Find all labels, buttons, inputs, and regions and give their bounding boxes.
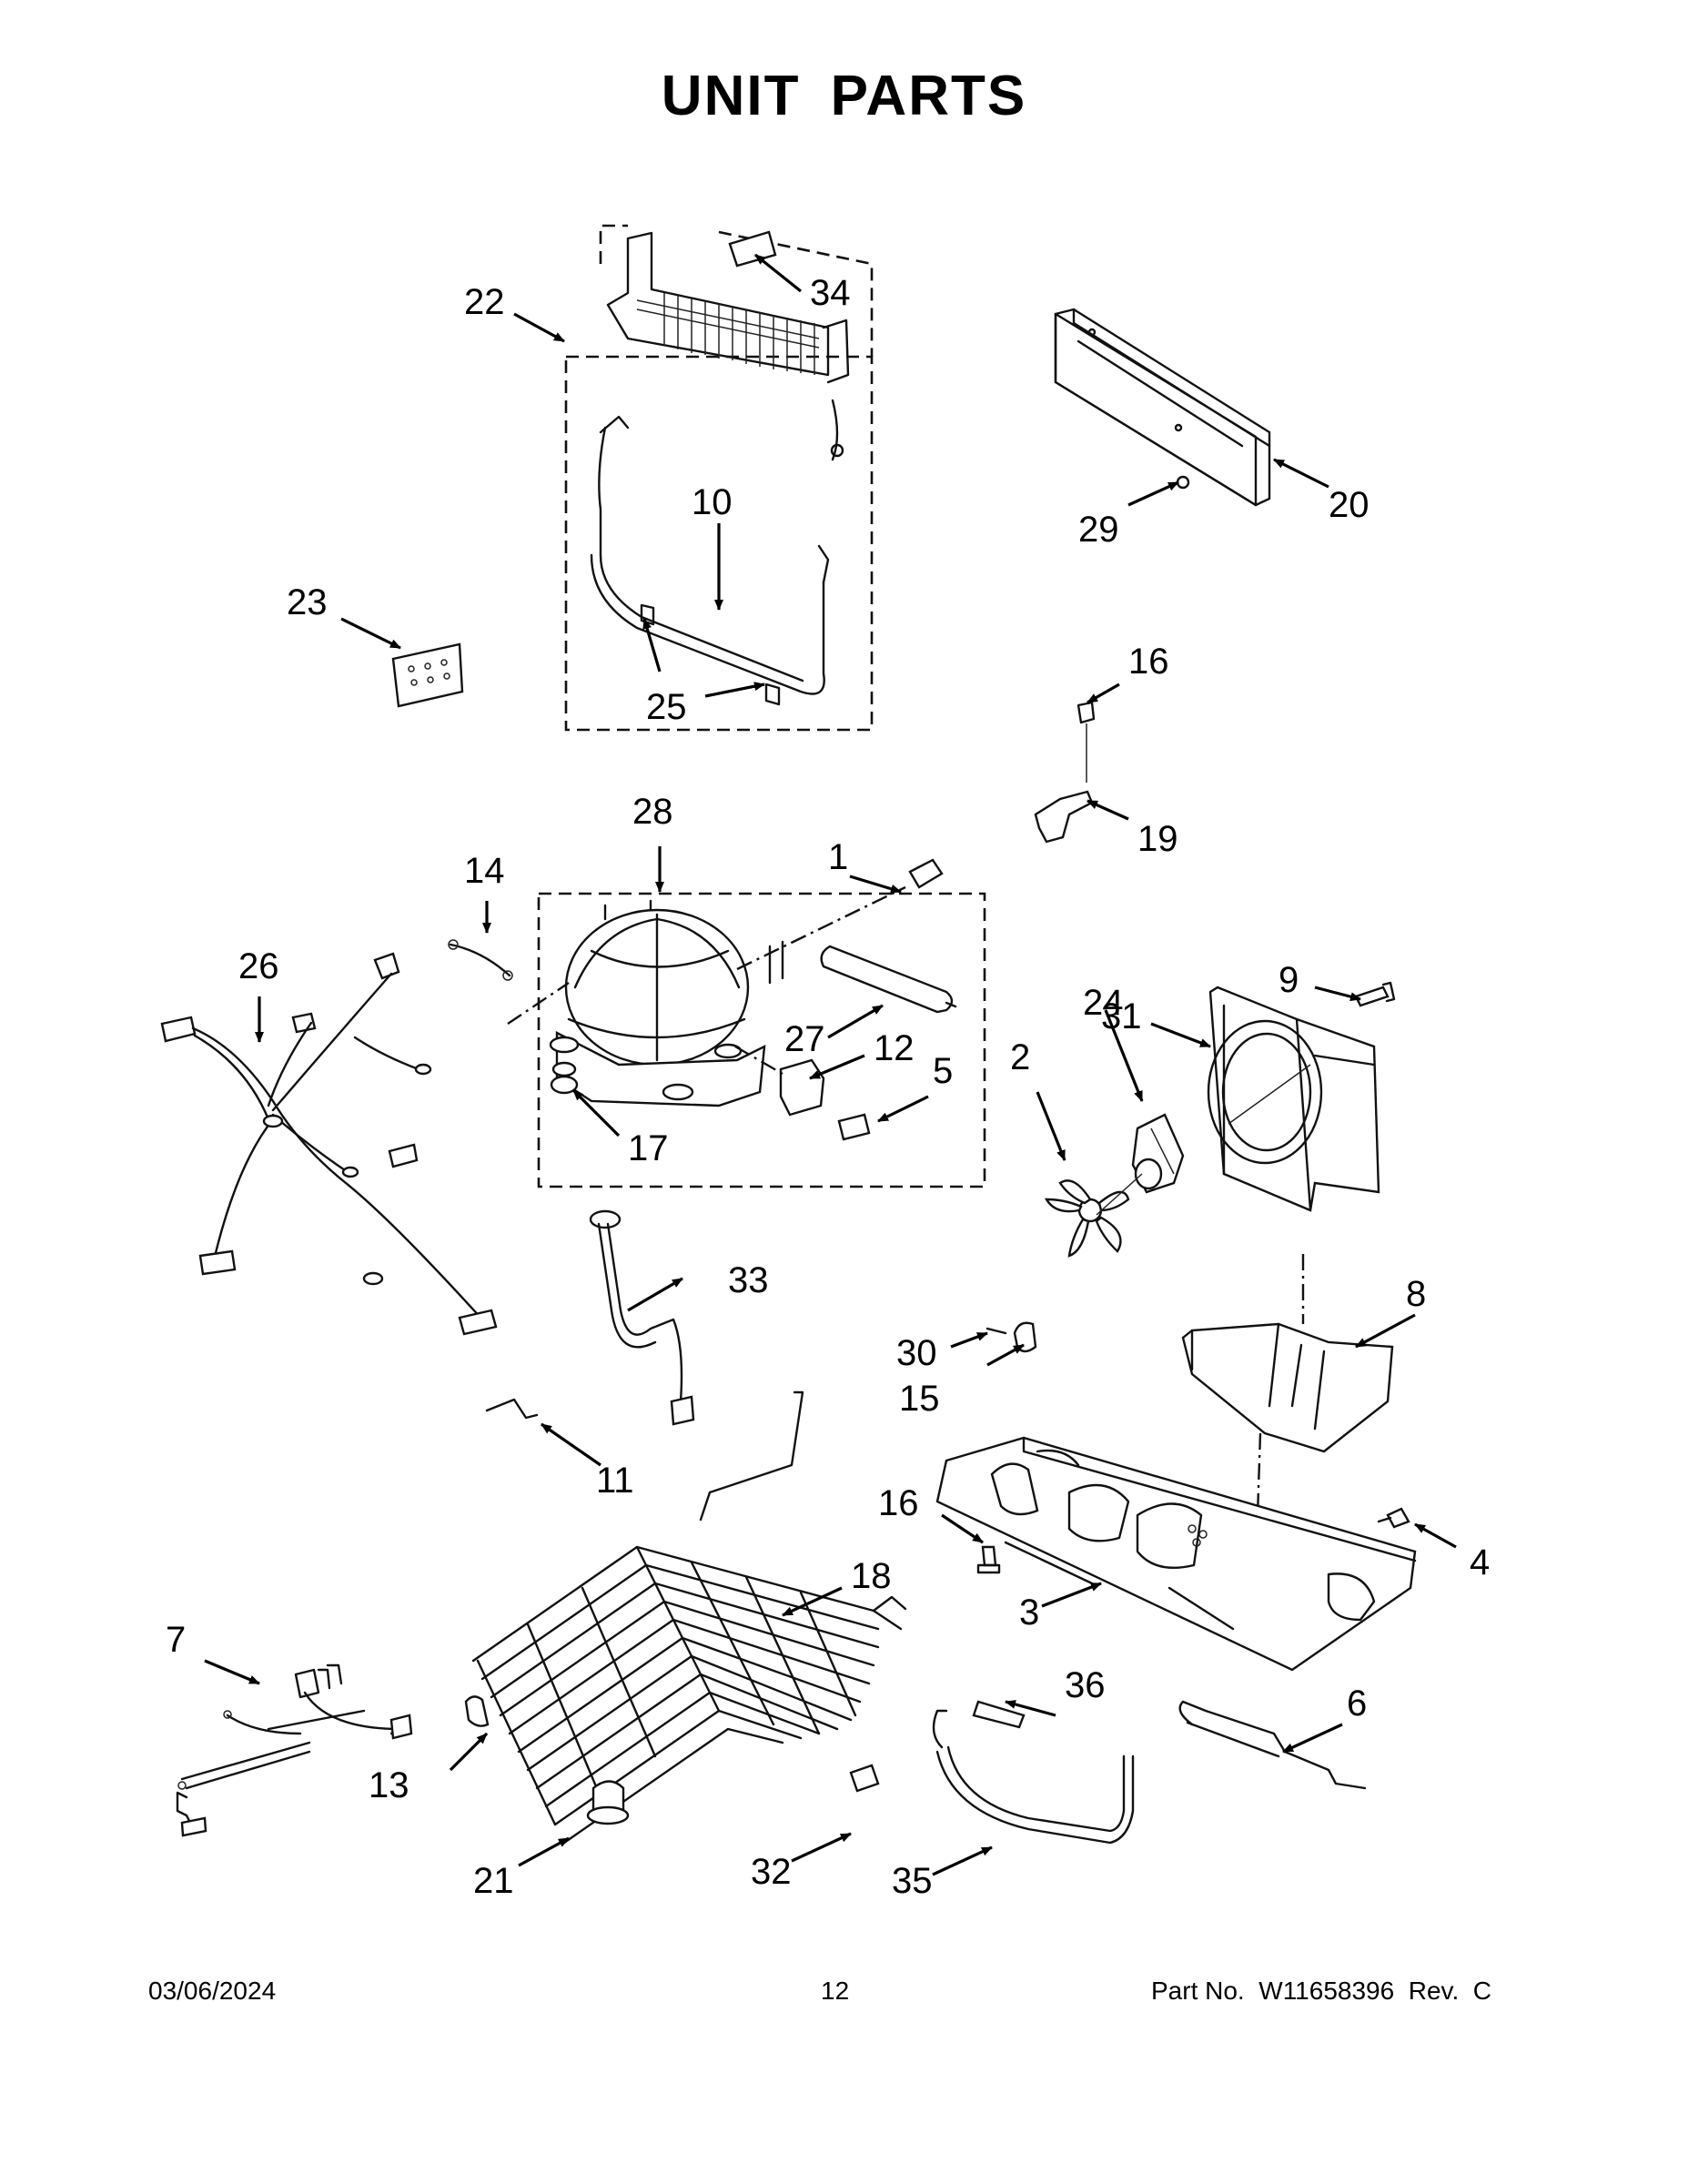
callout-7: 7 [166, 1620, 186, 1660]
callout-19: 19 [1137, 819, 1178, 859]
evaporator-foam-pad [728, 230, 777, 268]
callout-30: 30 [896, 1333, 937, 1373]
callout-17: 17 [628, 1128, 669, 1168]
defrost-wire-harness [176, 1663, 413, 1837]
callout-25: 25 [646, 687, 687, 727]
condenser-fan-shroud [1207, 986, 1380, 1212]
page-title: UNIT PARTS [661, 65, 1027, 127]
callout-3: 3 [1019, 1592, 1039, 1633]
callout-8: 8 [1406, 1274, 1426, 1314]
drain-tube [589, 1209, 695, 1426]
callout-20: 20 [1329, 485, 1370, 525]
coil-clip [464, 1695, 490, 1727]
callout-21: 21 [473, 1861, 514, 1901]
shroud-screw [1354, 986, 1390, 1007]
defrost-thermostat [586, 1780, 630, 1825]
callout-29: 29 [1078, 510, 1119, 550]
rear-duct-cover [1054, 308, 1271, 507]
wire-clip [485, 1398, 539, 1420]
compressor-mounting-bracket [1181, 1254, 1394, 1571]
compressor-assembly [507, 858, 986, 1188]
tube-connector [972, 1700, 1026, 1729]
callout-18: 18 [851, 1556, 892, 1596]
callout-4: 4 [1470, 1542, 1490, 1582]
callout-9: 9 [1279, 960, 1299, 1000]
callout-arrows [204, 253, 1457, 1876]
condenser-fan-motor [1131, 1113, 1185, 1194]
callout-32: 32 [751, 1852, 792, 1892]
callout-15: 15 [899, 1379, 940, 1419]
base-screw [981, 1545, 997, 1567]
footer-part-number: Part No. W11658396 Rev. C [1151, 1977, 1492, 2005]
callout-36: 36 [1065, 1665, 1106, 1705]
condenser-fan-blade [1044, 1173, 1143, 1258]
callout-34: 34 [810, 273, 851, 313]
callout-16-lower: 16 [878, 1483, 919, 1523]
callout-24: 24 [1083, 983, 1124, 1023]
control-board [391, 642, 464, 708]
compressor-base-plate [935, 1436, 1417, 1672]
callout-1: 1 [828, 837, 848, 877]
callout-23: 23 [287, 582, 328, 622]
callout-10: 10 [692, 482, 733, 522]
callout-31: 31 [1101, 996, 1142, 1036]
mount-pin [986, 1327, 1007, 1335]
footer-date: 03/06/2024 [148, 1977, 277, 2005]
callout-35: 35 [892, 1861, 933, 1901]
drain-line [1178, 1700, 1367, 1790]
tube-sleeve [849, 1764, 880, 1793]
plate-screw [1386, 1507, 1410, 1529]
rear-cover-grommet [1176, 475, 1190, 490]
evaporator-assembly [564, 224, 874, 732]
footer-page-number: 12 [821, 1977, 850, 2005]
callout-2: 2 [1010, 1037, 1030, 1077]
callout-13: 13 [369, 1765, 409, 1805]
callout-6: 6 [1347, 1684, 1367, 1724]
callout-33: 33 [728, 1260, 769, 1300]
callout-16: 16 [1128, 642, 1169, 682]
valve-bracket [1034, 701, 1096, 844]
condenser-coil [471, 1390, 907, 1845]
callout-28: 28 [632, 792, 673, 832]
callout-labels: 1 2 3 4 5 6 7 8 9 10 11 12 13 14 15 16 1… [166, 273, 1490, 1901]
callout-12: 12 [874, 1028, 915, 1068]
wire-harness [160, 952, 498, 1336]
callout-27: 27 [784, 1019, 825, 1059]
callout-14: 14 [464, 851, 505, 891]
callout-22: 22 [464, 282, 505, 322]
suction-tube [932, 1709, 1135, 1845]
callout-11: 11 [596, 1461, 634, 1501]
callout-26: 26 [238, 946, 279, 986]
callout-5: 5 [933, 1051, 953, 1091]
compressor-strap [449, 943, 511, 977]
